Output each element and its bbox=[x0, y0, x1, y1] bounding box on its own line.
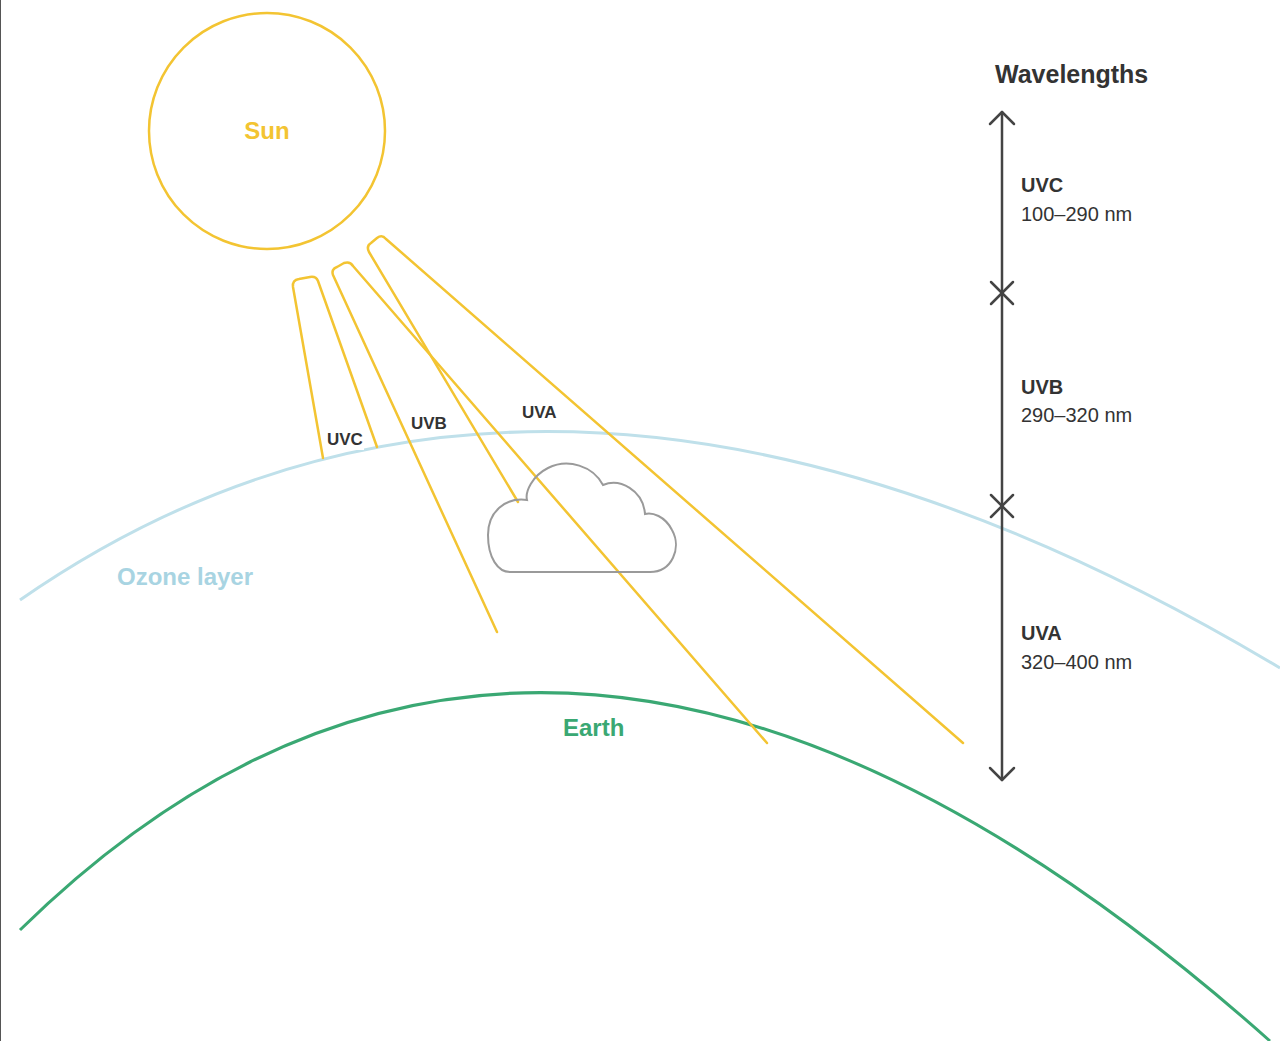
uvc-ray bbox=[293, 277, 377, 458]
cloud bbox=[488, 464, 676, 572]
band-name: UVC bbox=[1021, 174, 1063, 197]
band-range: 100–290 nm bbox=[1021, 203, 1132, 226]
band-name: UVB bbox=[1021, 376, 1063, 399]
uva-ray bbox=[368, 236, 963, 743]
sun-label: Sun bbox=[244, 117, 289, 145]
frame-edge bbox=[0, 0, 1, 1041]
ray-label: UVB bbox=[410, 414, 448, 434]
ozone-arc bbox=[20, 432, 1280, 668]
sun-circle: Sun bbox=[147, 11, 387, 251]
wavelength-scale bbox=[990, 112, 1014, 780]
earth-arc bbox=[20, 693, 1270, 1041]
band-range: 320–400 nm bbox=[1021, 651, 1132, 674]
earth-label: Earth bbox=[563, 714, 624, 742]
ray-label: UVC bbox=[326, 430, 364, 450]
scale-title: Wavelengths bbox=[995, 60, 1148, 89]
ray-label: UVA bbox=[521, 403, 558, 423]
uvb-ray bbox=[333, 262, 768, 743]
ozone-label: Ozone layer bbox=[117, 563, 253, 591]
band-name: UVA bbox=[1021, 622, 1062, 645]
band-range: 290–320 nm bbox=[1021, 404, 1132, 427]
